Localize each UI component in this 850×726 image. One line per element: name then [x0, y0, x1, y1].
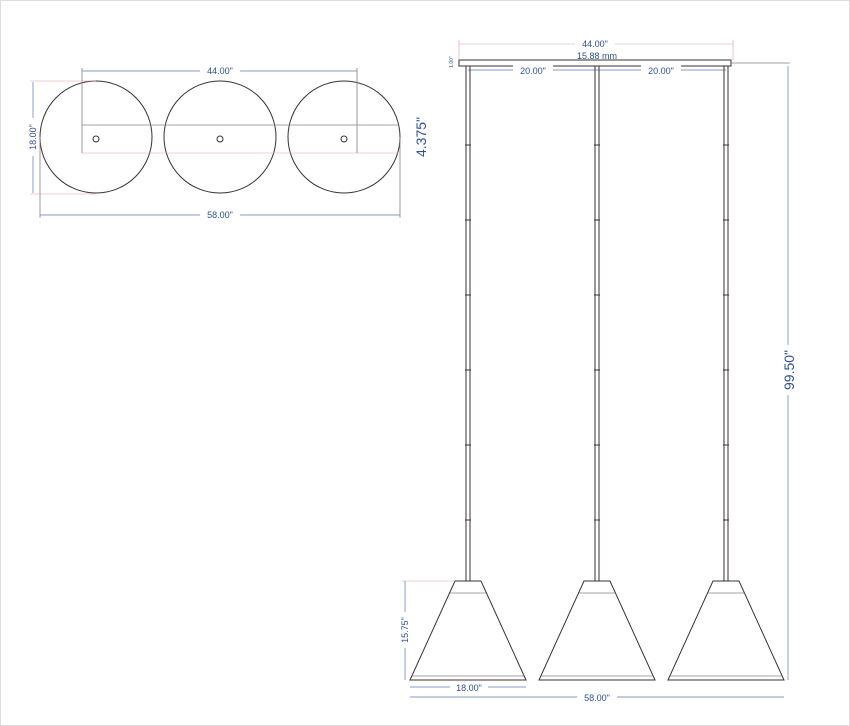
dim-canopy-thickness-mm: 15.88 mm	[577, 51, 617, 61]
mount-hole	[92, 135, 100, 143]
dim-spacing-right: 20.00"	[648, 66, 674, 76]
pendant-shade	[667, 580, 785, 681]
dim-shade-width: 18.00"	[456, 683, 482, 693]
dim-overall-width: 58.00"	[207, 210, 233, 220]
mount-hole	[340, 135, 348, 143]
dim-canopy-thickness: 1.00"	[449, 56, 455, 68]
pendant-shade	[409, 580, 527, 681]
mount-hole	[216, 135, 224, 143]
dim-overall-width-front: 58.00"	[584, 693, 610, 703]
dim-canopy-width: 44.00"	[582, 39, 608, 49]
rod-joints	[465, 144, 729, 521]
front-view: 44.00" 15.88 mm 1.00" 20.00" 20.00" 99.5…	[399, 38, 797, 703]
dim-plate-depth: 4.375"	[413, 117, 429, 157]
shades	[409, 580, 785, 681]
dim-overall-height: 99.50"	[781, 350, 797, 390]
dim-rod-spacing: 44.00"	[207, 66, 233, 76]
dim-shade-diameter: 18.00"	[28, 124, 38, 150]
pendant-shade	[538, 580, 656, 681]
dim-shade-height: 15.75"	[400, 617, 410, 643]
shade-outline-center	[163, 80, 277, 194]
dim-spacing-left: 20.00"	[520, 66, 546, 76]
top-view: 44.00" 18.00" 58.00" 4.375"	[27, 65, 429, 220]
